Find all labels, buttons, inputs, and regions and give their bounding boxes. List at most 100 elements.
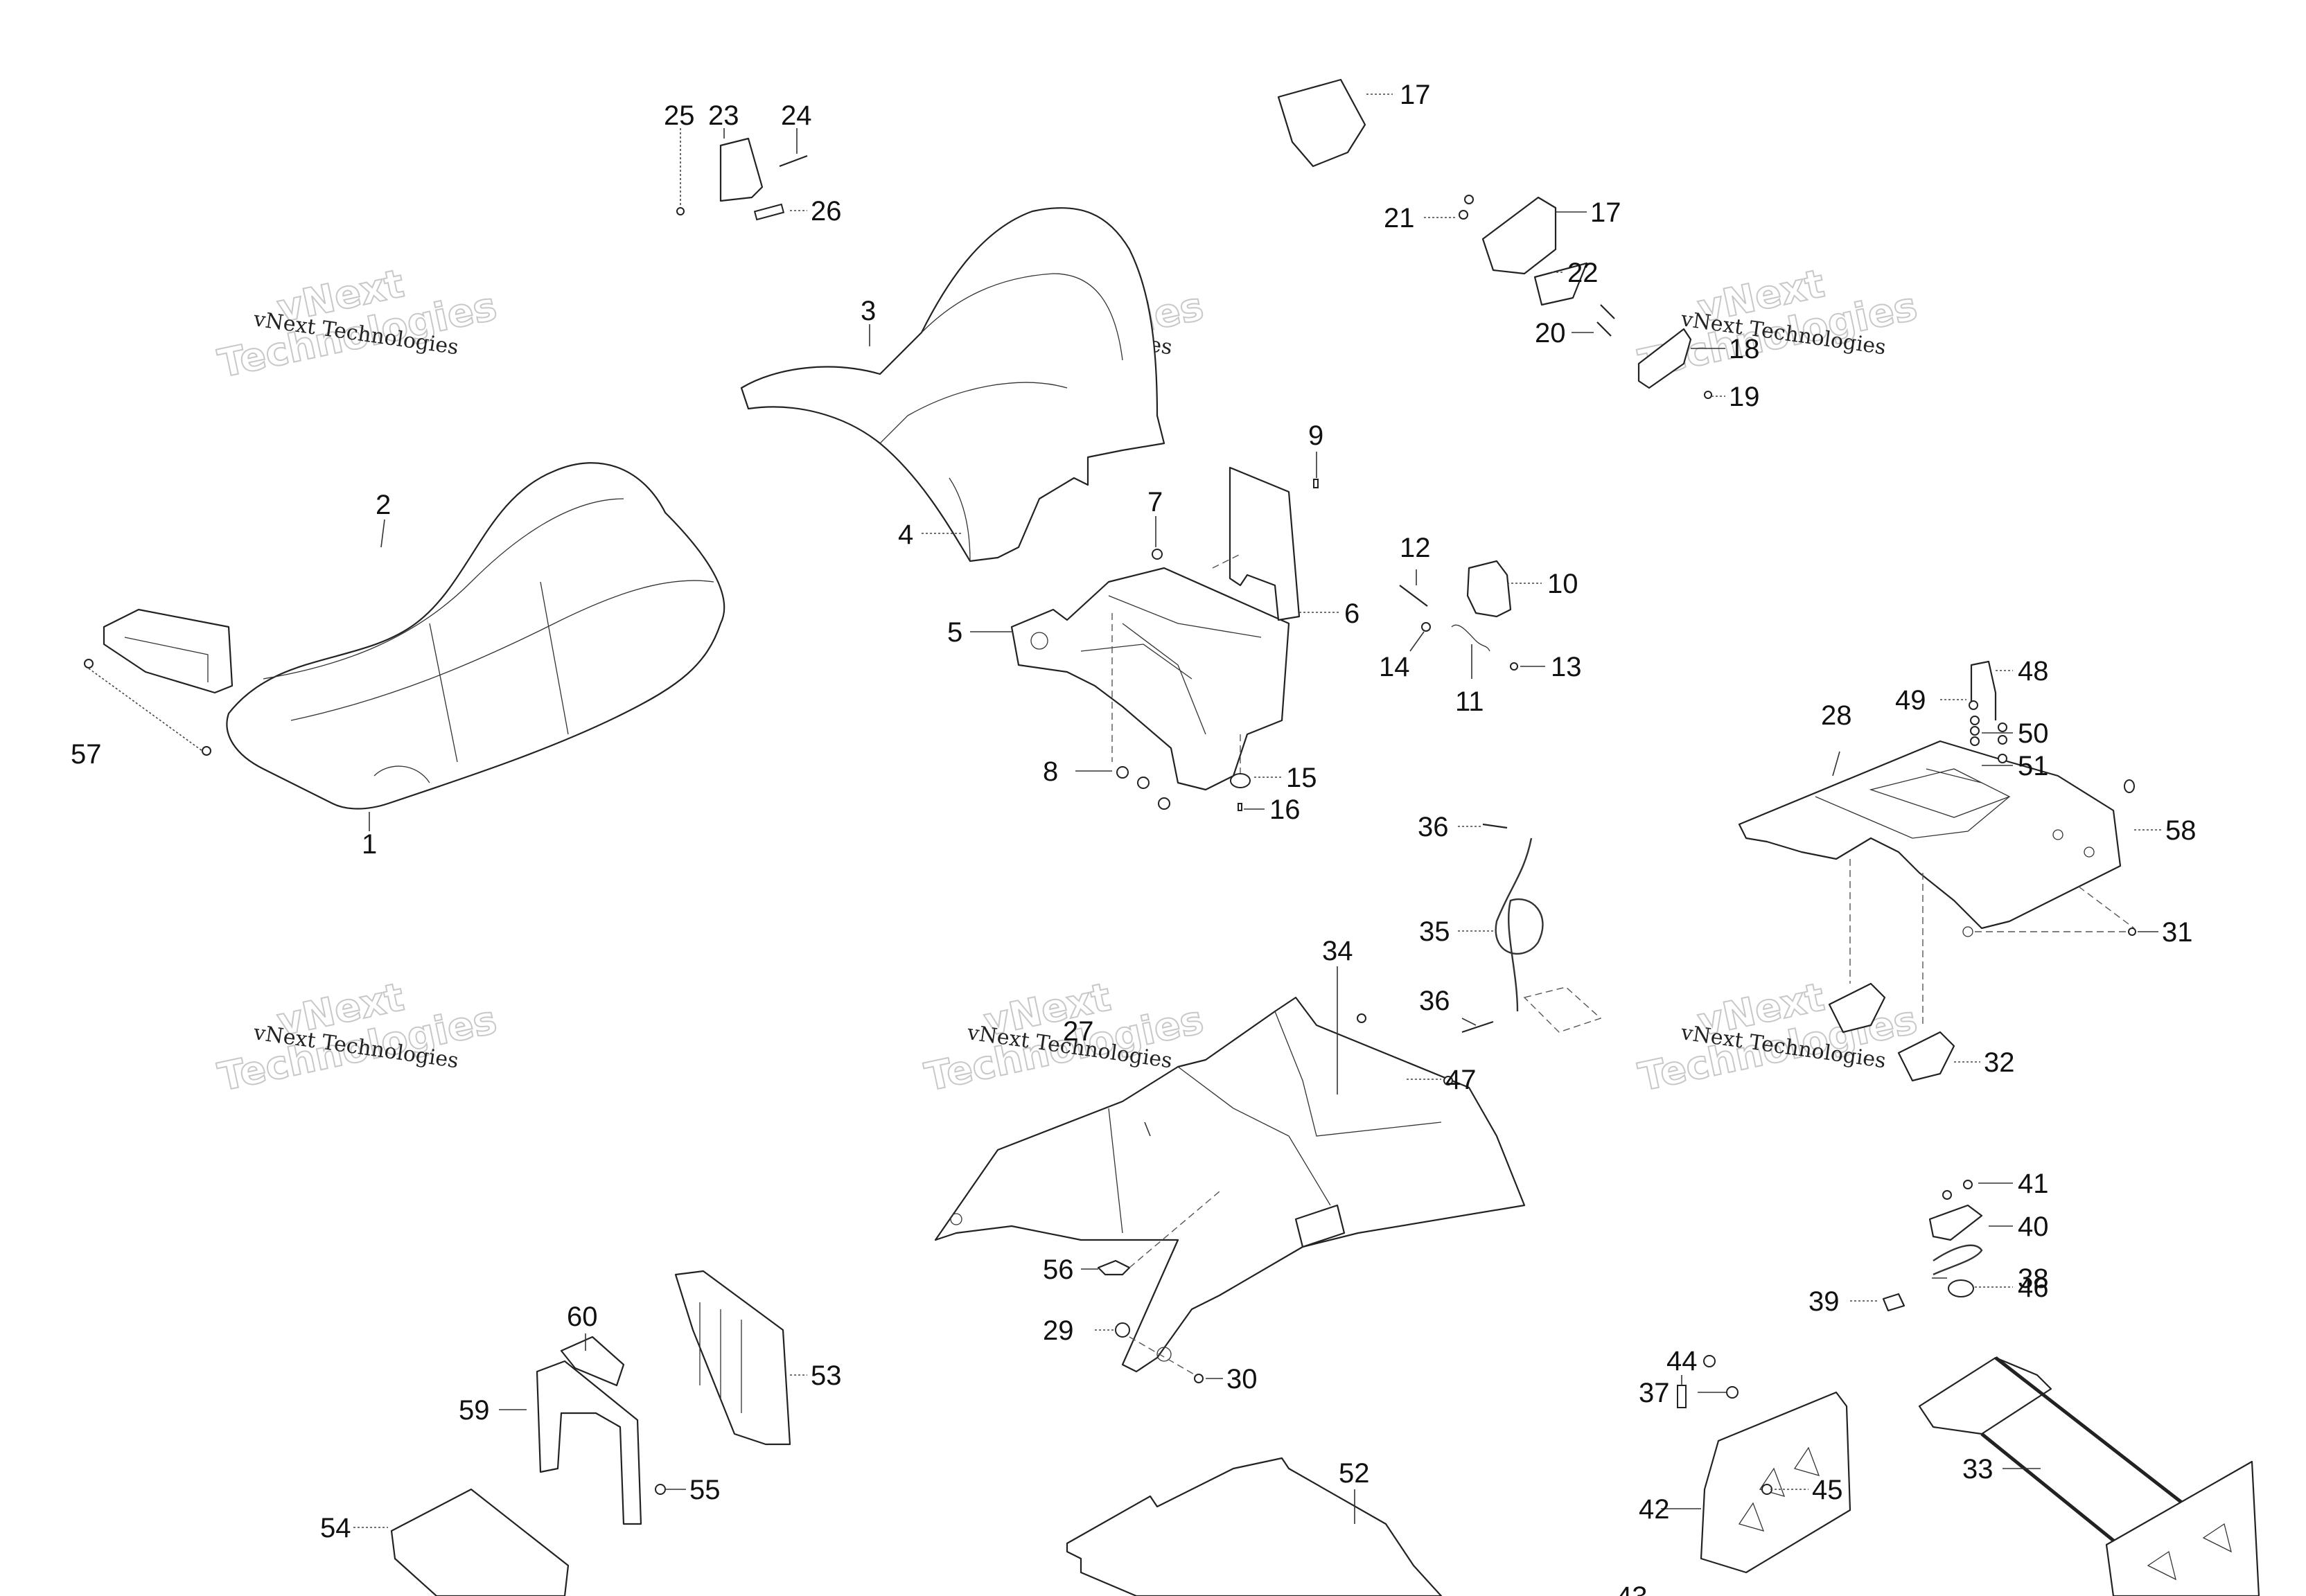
callout-15: 15 (1286, 763, 1317, 793)
screw-47b (1443, 1076, 1453, 1085)
callout-6: 6 (1344, 598, 1359, 629)
callout-38: 38 (2018, 1264, 2049, 1294)
cover-part-18 (1637, 328, 1692, 389)
callout-8: 8 (1043, 756, 1058, 787)
pin-part-12 (1399, 585, 1428, 607)
pad-part-60 (560, 1336, 625, 1387)
callout-5: 5 (947, 617, 962, 648)
bolt-24 (779, 154, 808, 168)
callout-39: 39 (1808, 1286, 1840, 1317)
latch-part-10 (1466, 560, 1512, 618)
u-bolt-48 (1970, 660, 1997, 720)
nut-49 (1969, 700, 1978, 710)
guide-line (1129, 1191, 1220, 1268)
callout-9: 9 (1308, 420, 1323, 451)
callout-22: 22 (1567, 258, 1599, 288)
grab-handle-17a (1277, 78, 1366, 168)
bracket-part-59 (536, 1360, 642, 1525)
guide-line (2078, 886, 2135, 929)
callout-34: 34 (1322, 936, 1353, 966)
callout-43: 43 (1617, 1581, 1648, 1596)
screw-47a (1357, 1013, 1366, 1023)
rear-deck-part (1738, 740, 2122, 937)
guide-line (1212, 553, 1241, 569)
leader-lines (88, 94, 2162, 1528)
callout-20: 20 (1535, 318, 1566, 348)
washer-50a (1970, 716, 1980, 725)
callout-42: 42 (1639, 1494, 1670, 1525)
floor-mat-part-52 (1066, 1457, 1443, 1596)
seat-assembly-part (103, 462, 725, 810)
plug-58 (2124, 779, 2135, 793)
tray-part-54 (390, 1488, 570, 1596)
nut-21a (1464, 195, 1474, 204)
clip-part-39 (1882, 1293, 1905, 1312)
callout-12: 12 (1400, 533, 1431, 563)
callout-47: 47 (1445, 1065, 1477, 1095)
bushing-29 (1115, 1322, 1130, 1338)
hook-part-32b (1897, 1031, 1955, 1082)
callout-30: 30 (1226, 1364, 1258, 1394)
watermark-mid-left: vNext Technologies (213, 974, 501, 1101)
callout-21: 21 (1384, 203, 1415, 233)
callout-41: 41 (2018, 1169, 2049, 1199)
callout-1: 1 (362, 829, 377, 860)
callout-13: 13 (1551, 652, 1582, 682)
callout-10: 10 (1547, 569, 1578, 599)
callout-19: 19 (1729, 382, 1760, 412)
callout-46: 46 (2018, 1273, 2049, 1303)
callout-24: 24 (781, 100, 812, 131)
callout-45: 45 (1812, 1475, 1843, 1505)
screw-8a (1116, 766, 1129, 779)
callout-29: 29 (1043, 1315, 1074, 1346)
stud-44 (1677, 1385, 1687, 1408)
callout-17-lower: 17 (1590, 197, 1621, 228)
callout-37: 37 (1639, 1378, 1670, 1408)
spring-part-11 (1451, 624, 1490, 652)
callout-55: 55 (689, 1475, 721, 1505)
tether-cable-35 (1495, 837, 1544, 1012)
cover-part-53 (674, 1270, 791, 1446)
callout-36-upper: 36 (1418, 812, 1449, 842)
washer-14 (1421, 622, 1431, 632)
callout-labels: 1 2 3 4 5 6 7 8 9 10 11 12 13 14 15 16 1… (71, 80, 2197, 1596)
callout-27: 27 (1063, 1016, 1094, 1047)
callout-31: 31 (2162, 917, 2193, 948)
callout-44: 44 (1666, 1346, 1698, 1376)
bumper-15 (1230, 773, 1251, 788)
screw-19 (1704, 391, 1712, 399)
screw-55 (655, 1484, 666, 1495)
hinge-part-23 (719, 137, 764, 202)
nut-45 (1761, 1484, 1772, 1495)
callout-54: 54 (320, 1513, 351, 1543)
rear-body-part (934, 996, 1526, 1373)
plate-part-6 (1229, 466, 1301, 621)
nut-37 (1726, 1386, 1739, 1399)
grommet-46 (1948, 1279, 1974, 1297)
screw-30 (1194, 1374, 1204, 1383)
callout-53: 53 (811, 1360, 842, 1391)
nut-44b (1703, 1355, 1716, 1367)
plate-26 (753, 203, 785, 221)
rider-seat-part (740, 207, 1165, 562)
callout-23: 23 (708, 100, 739, 131)
callout-2: 2 (376, 490, 391, 520)
bracket-part-40 (1928, 1204, 1983, 1241)
washer-7 (1152, 549, 1163, 560)
rivet-36a (1482, 823, 1508, 829)
washer-50d (1998, 735, 2007, 745)
screw-57b (202, 746, 211, 756)
callout-58: 58 (2165, 815, 2197, 846)
watermark-mid-right: vNext Technologies (1634, 974, 1921, 1101)
callout-28: 28 (1821, 700, 1852, 731)
callout-3: 3 (861, 296, 876, 326)
callout-40: 40 (2018, 1212, 2049, 1242)
screw-31 (2128, 928, 2136, 936)
washer-50b (1970, 726, 1980, 736)
callout-35: 35 (1419, 916, 1450, 947)
bolt-20b (1596, 321, 1612, 337)
guide-line (1129, 1336, 1196, 1376)
callout-11: 11 (1455, 686, 1484, 717)
callout-25: 25 (664, 100, 695, 131)
screw-9 (1313, 479, 1319, 488)
